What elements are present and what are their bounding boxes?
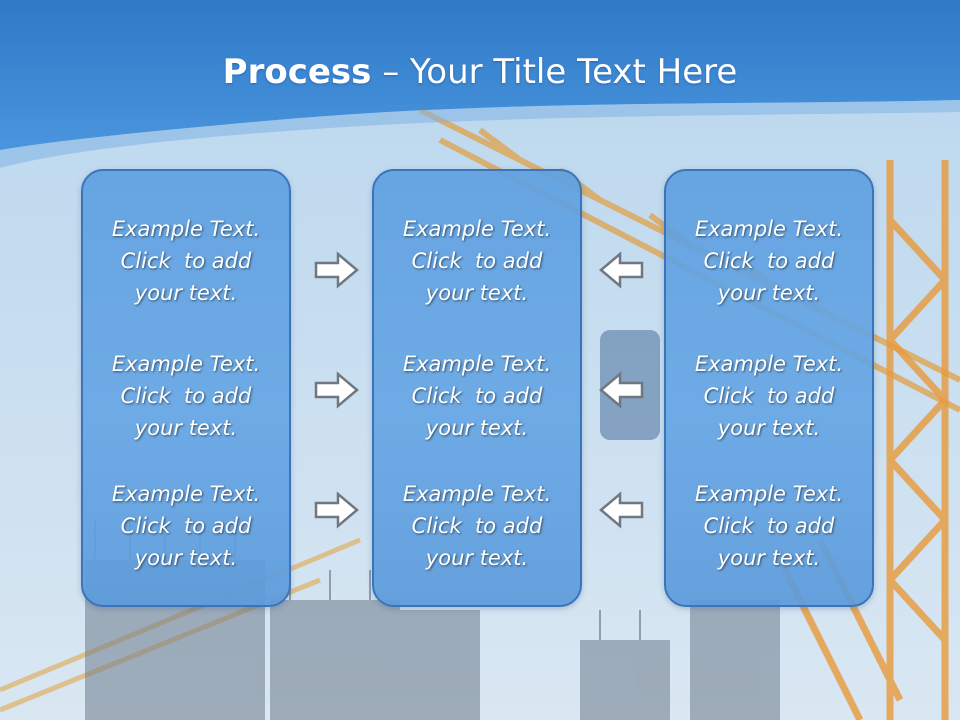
text-line: your text. bbox=[717, 546, 821, 570]
text-line: Click to add bbox=[703, 384, 835, 408]
text-line: Click to add bbox=[411, 249, 543, 273]
text-line: Click to add bbox=[411, 384, 543, 408]
text-block[interactable]: Example Text. Click to add your text. bbox=[374, 478, 580, 574]
arrow-right-icon bbox=[314, 251, 359, 289]
arrow-right-icon bbox=[314, 491, 359, 529]
text-block[interactable]: Example Text. Click to add your text. bbox=[374, 348, 580, 444]
text-block[interactable]: Example Text. Click to add your text. bbox=[666, 348, 872, 444]
text-block[interactable]: Example Text. Click to add your text. bbox=[83, 213, 289, 309]
text-line: your text. bbox=[134, 416, 238, 440]
panel-left: Example Text. Click to add your text. Ex… bbox=[81, 169, 291, 607]
text-line: Click to add bbox=[120, 514, 252, 538]
text-line: your text. bbox=[425, 281, 529, 305]
text-line: Click to add bbox=[703, 249, 835, 273]
panel-middle: Example Text. Click to add your text. Ex… bbox=[372, 169, 582, 607]
text-line: your text. bbox=[134, 281, 238, 305]
text-line: Example Text. bbox=[111, 217, 261, 241]
text-line: Click to add bbox=[411, 514, 543, 538]
text-line: Example Text. bbox=[402, 352, 552, 376]
text-line: Click to add bbox=[120, 249, 252, 273]
text-line: your text. bbox=[425, 416, 529, 440]
text-line: Example Text. bbox=[402, 217, 552, 241]
title-rest: Your Title Text Here bbox=[410, 52, 738, 92]
text-line: Example Text. bbox=[111, 482, 261, 506]
text-line: Example Text. bbox=[402, 482, 552, 506]
text-block[interactable]: Example Text. Click to add your text. bbox=[666, 213, 872, 309]
text-line: your text. bbox=[134, 546, 238, 570]
arrow-left-icon bbox=[599, 371, 644, 409]
text-line: Click to add bbox=[120, 384, 252, 408]
text-line: Example Text. bbox=[694, 352, 844, 376]
text-block[interactable]: Example Text. Click to add your text. bbox=[83, 348, 289, 444]
title-separator: – bbox=[371, 52, 411, 92]
text-line: your text. bbox=[717, 416, 821, 440]
text-line: Example Text. bbox=[694, 217, 844, 241]
text-block[interactable]: Example Text. Click to add your text. bbox=[666, 478, 872, 574]
arrow-right-icon bbox=[314, 371, 359, 409]
text-line: Example Text. bbox=[694, 482, 844, 506]
panel-right: Example Text. Click to add your text. Ex… bbox=[664, 169, 874, 607]
text-block[interactable]: Example Text. Click to add your text. bbox=[374, 213, 580, 309]
text-line: Click to add bbox=[703, 514, 835, 538]
text-block[interactable]: Example Text. Click to add your text. bbox=[83, 478, 289, 574]
text-line: your text. bbox=[717, 281, 821, 305]
text-line: Example Text. bbox=[111, 352, 261, 376]
arrow-left-icon bbox=[599, 491, 644, 529]
slide-title: Process – Your Title Text Here bbox=[0, 52, 960, 92]
text-line: your text. bbox=[425, 546, 529, 570]
title-bold: Process bbox=[222, 52, 372, 92]
arrow-left-icon bbox=[599, 251, 644, 289]
